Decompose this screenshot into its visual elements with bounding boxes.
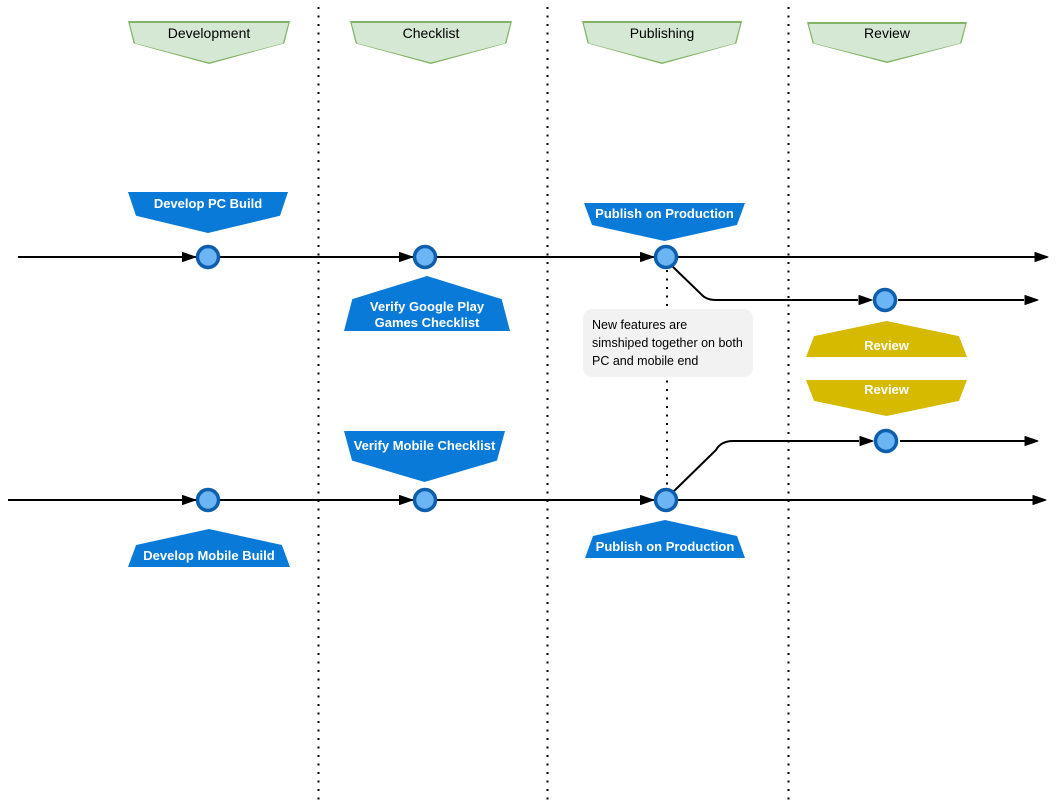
review-flag-label: Review: [864, 338, 909, 354]
arrowhead: [640, 495, 654, 505]
arrowhead: [399, 495, 413, 505]
milestone-node-mobile-review: [873, 428, 899, 454]
arrowhead: [858, 295, 873, 305]
milestone-node-pc-develop: [195, 244, 221, 270]
review-flag-label: Review: [864, 382, 909, 398]
arrowhead: [182, 495, 196, 505]
simship-note: New features are simshiped together on b…: [583, 309, 753, 378]
pc-review-branch-line: [670, 264, 858, 301]
milestone-node-mobile-publish: [653, 487, 679, 513]
phase-banner-publishing: Publishing: [582, 21, 742, 64]
milestone-flag-label: Publish on Production: [595, 538, 735, 554]
arrowhead: [1024, 436, 1039, 446]
phase-banner-bg: [808, 23, 966, 62]
milestone-flag-label: Develop PC Build: [153, 195, 263, 211]
milestone-flag-label: Verify Google Play Games Checklist: [369, 298, 485, 331]
phase-banner-bg: [583, 22, 741, 63]
arrowhead: [1032, 495, 1047, 505]
arrowhead: [399, 252, 413, 262]
milestone-flag-label: Develop Mobile Build: [143, 547, 275, 563]
arrowhead: [859, 436, 874, 446]
phase-banner-checklist: Checklist: [350, 21, 512, 64]
arrowhead: [182, 252, 196, 262]
milestone-node-mobile-verify: [412, 487, 438, 513]
milestone-node-pc-verify: [412, 244, 438, 270]
phase-banner-development: Development: [128, 21, 290, 64]
phase-banner-bg: [129, 22, 289, 63]
arrowhead: [1024, 295, 1039, 305]
phase-banner-review: Review: [807, 22, 967, 63]
milestone-flag-label: Publish on Production: [595, 205, 734, 221]
milestone-node-mobile-develop: [195, 487, 221, 513]
mobile-review-branch-line: [671, 440, 859, 494]
milestone-flag-label: Verify Mobile Checklist: [353, 437, 496, 453]
arrowhead: [1034, 252, 1049, 262]
arrowhead: [640, 252, 654, 262]
phase-banner-bg: [351, 22, 511, 63]
milestone-node-pc-publish: [653, 244, 679, 270]
milestone-node-pc-review: [872, 287, 898, 313]
